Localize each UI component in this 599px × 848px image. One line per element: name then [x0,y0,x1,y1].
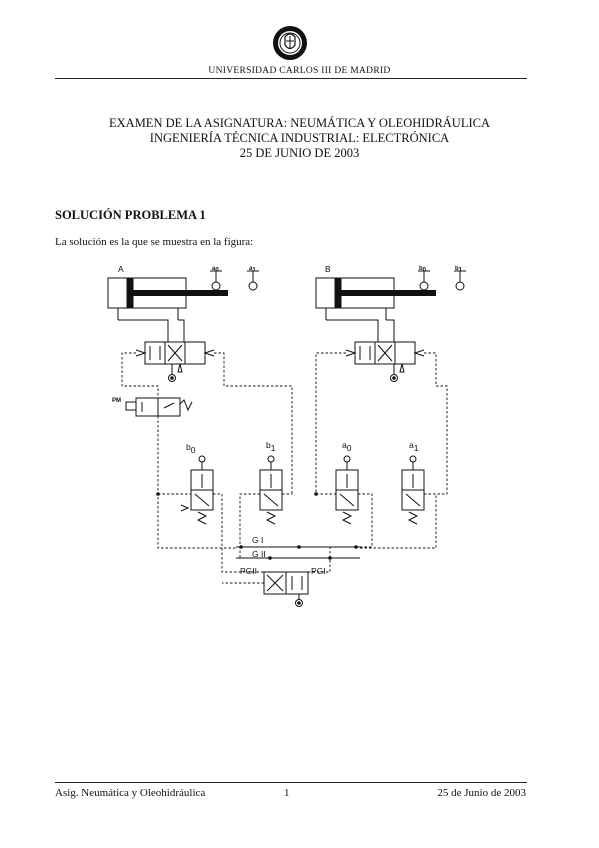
label-pm: PM [112,398,121,404]
label-b0: b0 [186,442,196,455]
university-logo [273,26,307,60]
sensor-valve-b0 [180,455,214,525]
label-cylinder-a: A [118,264,124,274]
label-pg1: PGI [311,566,326,576]
sensor-valve-b1 [259,455,283,525]
footer-course: Asig. Neumática y Oleohidráulica [55,787,206,799]
label-b0-top: b0 [419,266,427,274]
footer-date: 25 de Junio de 2003 [437,787,526,799]
footer-rule [55,782,527,783]
label-g2: G II [252,549,266,559]
valve-a [135,341,215,382]
valve-b [345,341,425,382]
pneumatic-circuit-diagram: A B a0 a1 b0 b1 PM b0 b1 a0 a1 G I G II … [107,264,466,607]
memory-valve [263,571,309,607]
exam-title: EXAMEN DE LA ASIGNATURA: NEUMÁTICA Y OLE… [109,116,490,130]
label-a1-top: a1 [249,266,256,274]
sensor-b0-icon [419,281,429,291]
exam-degree: INGENIERÍA TÉCNICA INDUSTRIAL: ELECTRÓNI… [149,131,450,145]
label-b1-top: b1 [455,266,463,274]
label-a1: a1 [409,440,419,453]
cylinder-a [107,277,228,320]
label-a0: a0 [342,440,352,453]
label-cylinder-b: B [325,264,331,274]
university-name: UNIVERSIDAD CARLOS III DE MADRID [208,66,391,76]
sensor-valve-a0 [335,455,359,525]
label-pg2: PGII [240,566,257,576]
label-b1: b1 [266,440,276,453]
exam-date: 25 DE JUNIO DE 2003 [239,146,360,160]
start-valve [125,397,193,417]
sensor-a1-icon [248,281,258,291]
sensor-valve-a1 [401,455,425,525]
intro-text: La solución es la que se muestra en la f… [55,236,254,248]
sensor-b1-icon [455,281,465,291]
exam-titles: EXAMEN DE LA ASIGNATURA: NEUMÁTICA Y OLE… [0,116,599,161]
label-a0-top: a0 [212,266,219,274]
header-rule [55,78,527,79]
section-title: SOLUCIÓN PROBLEMA 1 [55,208,206,222]
sensor-a0-icon [211,281,221,291]
cylinder-b [315,277,436,320]
footer-page-number: 1 [284,787,290,799]
label-g1: G I [252,535,263,545]
